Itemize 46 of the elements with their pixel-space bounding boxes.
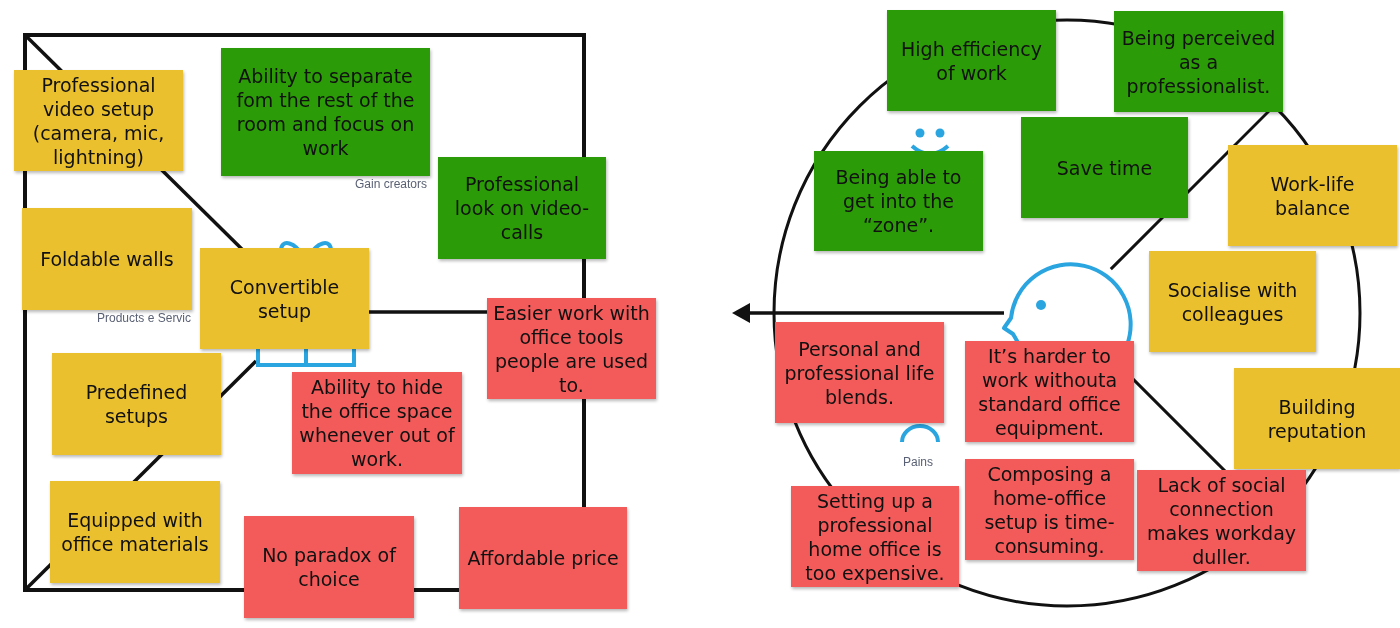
- note-text: Equipped with office materials: [60, 508, 210, 556]
- note-text: Professional video setup (camera, mic, lightning): [31, 72, 166, 169]
- sticky-note: [1234, 368, 1400, 469]
- sticky-note: [775, 322, 944, 423]
- sticky-note: [438, 157, 606, 259]
- sticky-note: [965, 341, 1134, 442]
- note-text: Predefined setups: [84, 380, 189, 428]
- sticky-note: [887, 10, 1056, 111]
- sticky-note: [965, 459, 1134, 560]
- note-text: Building reputation: [1266, 394, 1368, 443]
- note-text: No paradox of choice: [261, 543, 398, 591]
- section-label: Pains: [903, 455, 934, 469]
- section-label: Gain creators: [355, 177, 428, 191]
- sticky-note: [244, 516, 414, 618]
- sticky-note: [814, 151, 983, 251]
- note-text: Affordable price: [467, 546, 619, 570]
- note-text: Being able to get into the “zone”.: [834, 165, 963, 237]
- sticky-note: [200, 248, 369, 349]
- section-label: Products e Servic: [97, 311, 192, 325]
- note-text: Professional look on video-calls: [453, 172, 591, 244]
- note-text: Easier work with office tools people are used to.: [492, 300, 651, 397]
- note-text: Ability to hide the office space whenever out of work.: [298, 375, 456, 471]
- note-text: Work-life balance: [1269, 171, 1356, 220]
- sticky-note: [22, 208, 192, 310]
- note-text: Lack of social connection makes workday duller.: [1146, 472, 1297, 569]
- sticky-note: [1114, 11, 1283, 112]
- sticky-note: [1021, 117, 1188, 218]
- note-text: Personal and professional life blends.: [783, 336, 936, 409]
- note-text: Foldable walls: [40, 247, 174, 271]
- sticky-note: [52, 353, 221, 455]
- sticky-note: [221, 48, 430, 176]
- note-text: Being perceived as a professionalist.: [1120, 25, 1277, 98]
- note-text: Socialise with colleagues: [1166, 277, 1299, 326]
- note-text: High efficiency of work: [900, 36, 1043, 85]
- note-text: It’s harder to work withouta standard office equipment.: [977, 343, 1122, 440]
- note-text: Composing a home-office setup is time-consuming.: [983, 461, 1116, 558]
- sticky-note: [1149, 251, 1316, 352]
- sticky-note: [459, 507, 627, 609]
- sticky-note: [14, 70, 183, 171]
- sticky-note: [50, 481, 220, 583]
- sticky-note: [1228, 145, 1397, 246]
- note-text: Save time: [1056, 155, 1153, 180]
- note-text: Setting up a professional home office is too expensive.: [804, 488, 946, 585]
- note-text: Convertible setup: [228, 274, 341, 323]
- sticky-note: [791, 486, 959, 587]
- note-text: Ability to separate fom the rest of the room and focus on work: [235, 64, 416, 160]
